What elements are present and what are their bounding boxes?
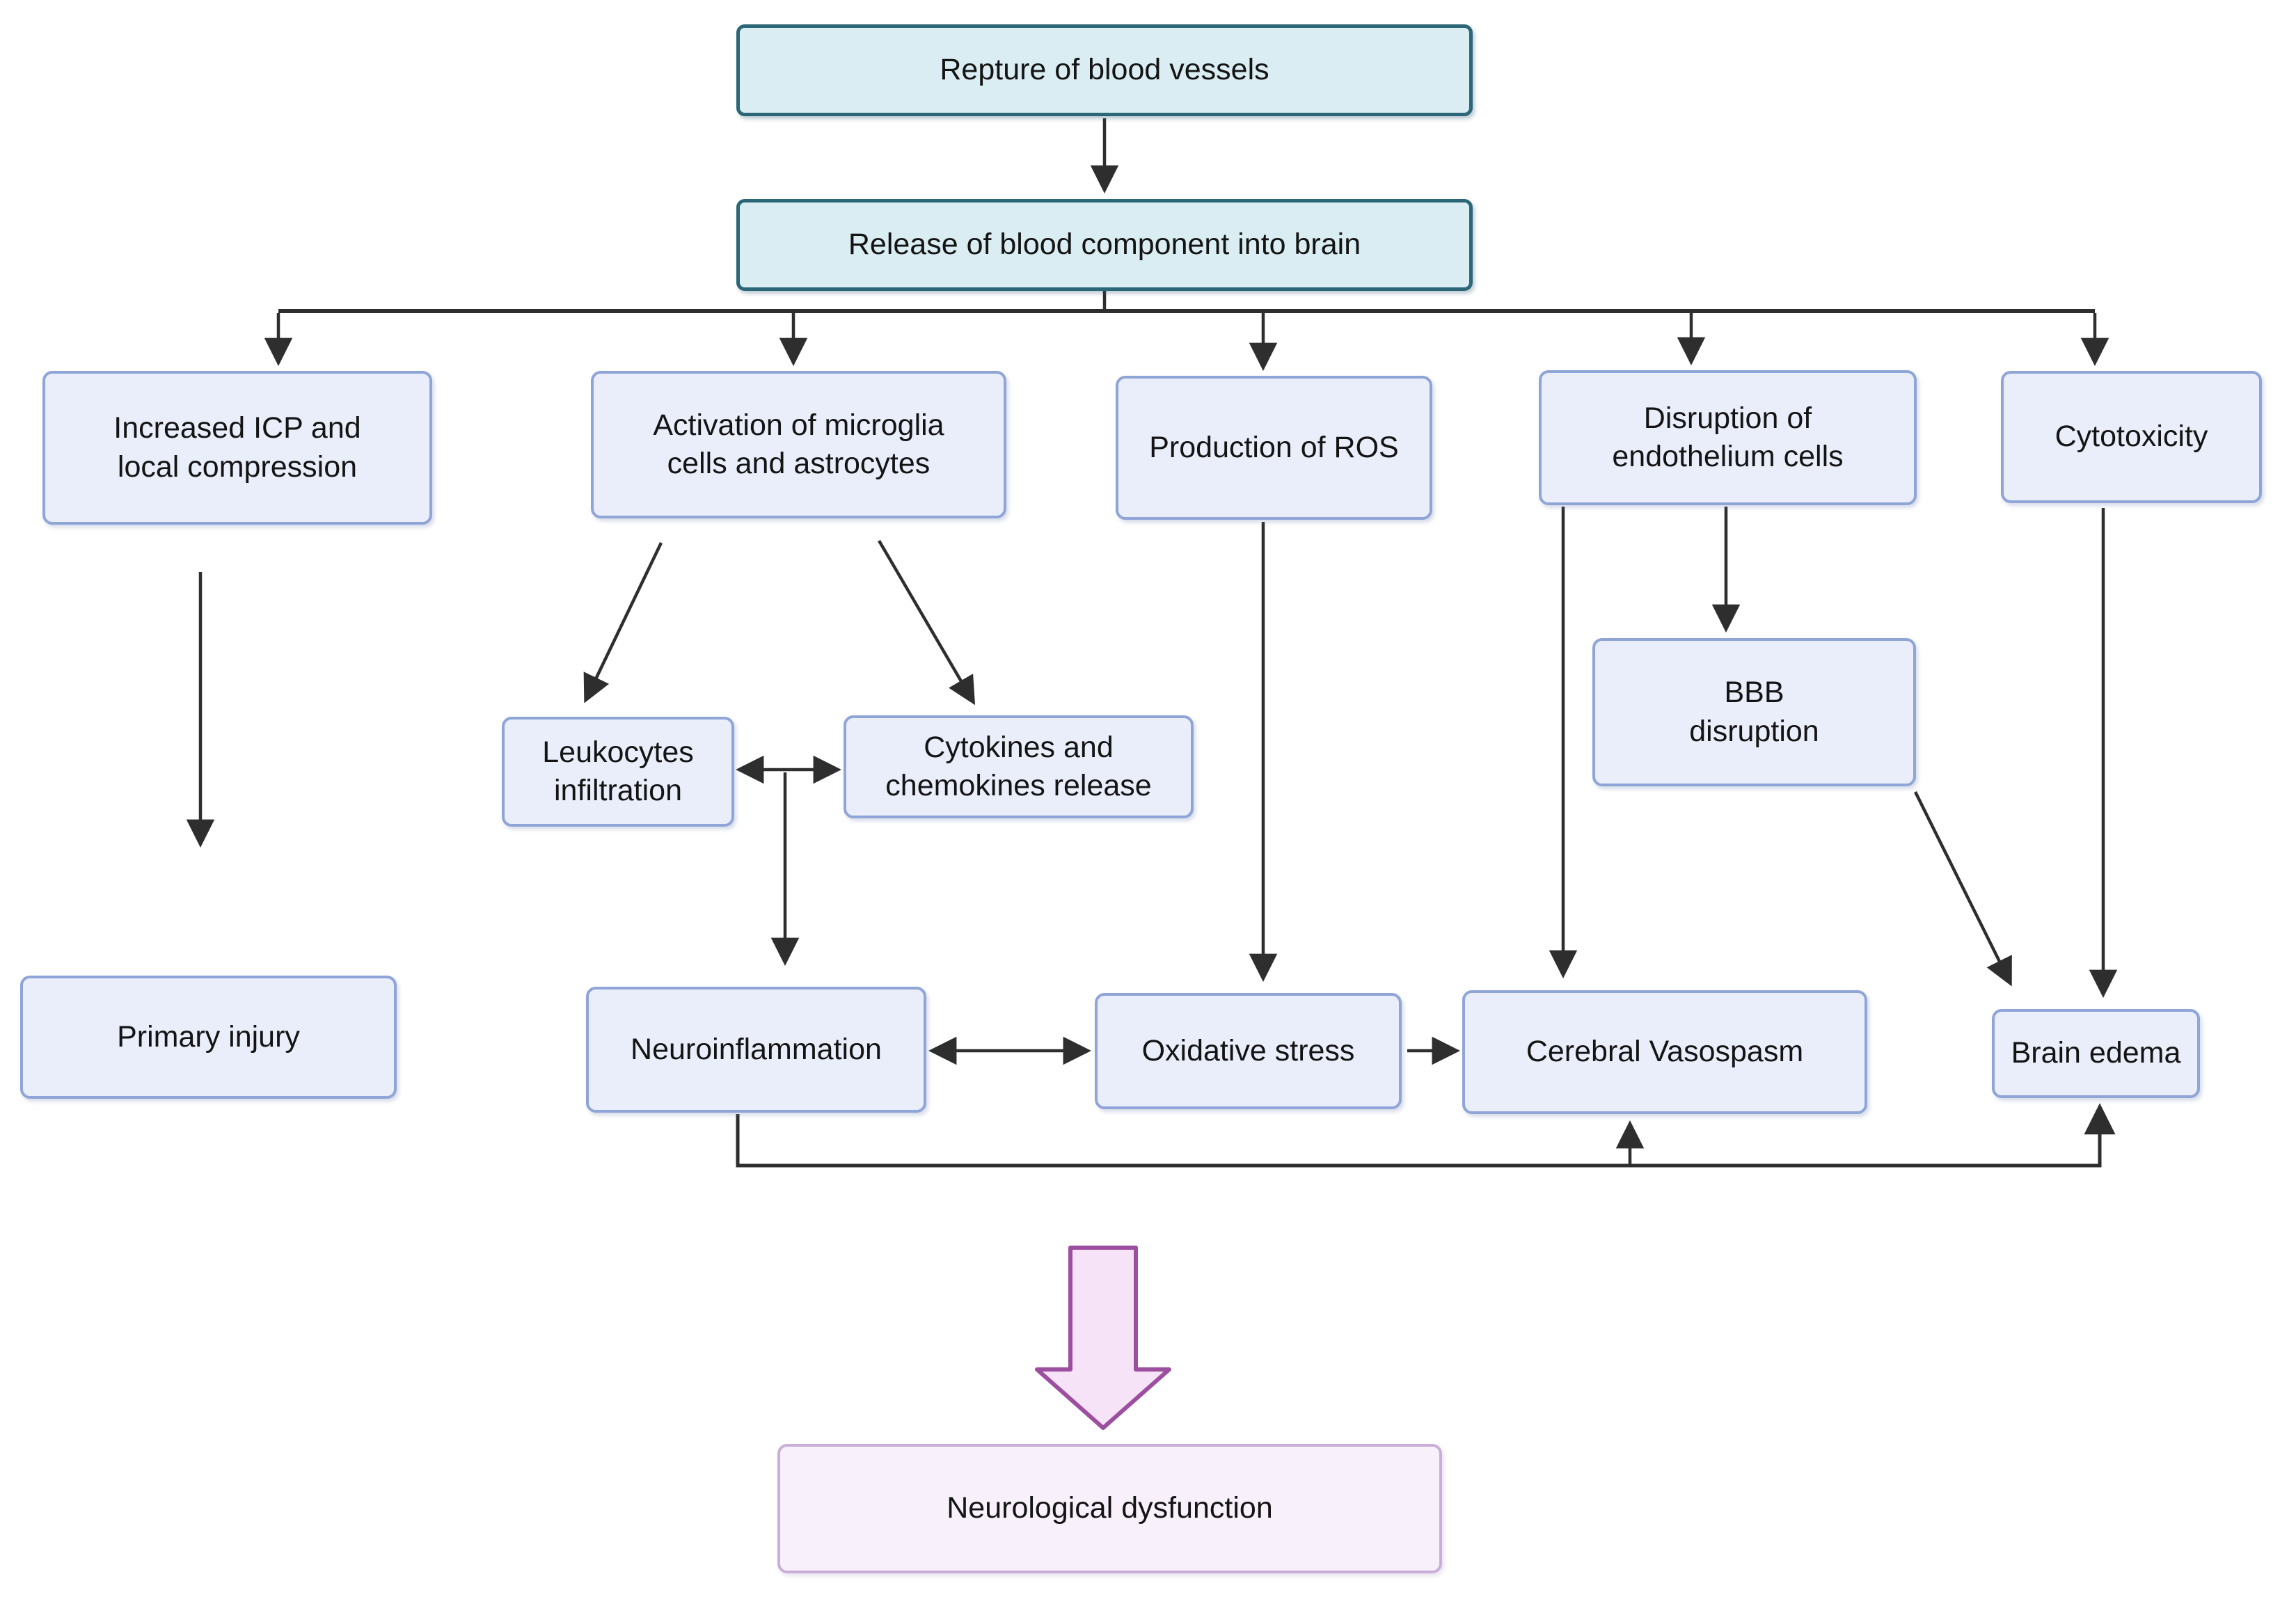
node-neurological-dysfunction: Neurological dysfunction <box>777 1444 1442 1573</box>
node-neuroinflammation: Neuroinflammation <box>586 987 926 1113</box>
node-rupture-of-blood-vessels: Repture of blood vessels <box>736 24 1473 116</box>
node-cerebral-vasospasm: Cerebral Vasospasm <box>1462 990 1867 1114</box>
arrow-neuroinflammation-to-brain-edema-elbow <box>736 1103 2116 1168</box>
arrow-activation-to-leukocytes <box>583 542 663 704</box>
node-label: Increased ICP and local compression <box>113 411 361 484</box>
node-label: Oxidative stress <box>1141 1033 1355 1067</box>
arrow-bbb-to-brain-edema <box>1913 790 2012 987</box>
node-label: Cerebral Vasospasm <box>1526 1035 1804 1069</box>
node-production-of-ros: Production of ROS <box>1116 376 1432 520</box>
node-leukocytes-infiltration: Leukocytes infiltration <box>502 717 734 827</box>
node-oxidative-stress: Oxidative stress <box>1095 993 1402 1109</box>
node-label: Cytokines and chemokines release <box>885 730 1152 802</box>
node-label: Production of ROS <box>1149 430 1399 464</box>
node-cytokines-chemokines-release: Cytokines and chemokines release <box>844 715 1194 818</box>
node-label: Disruption of endothelium cells <box>1612 401 1844 473</box>
node-label: Activation of microglia cells and astroc… <box>653 408 944 480</box>
node-bbb-disruption: BBB disruption <box>1592 638 1916 786</box>
block-arrow-to-dysfunction <box>1035 1246 1171 1430</box>
node-label: Repture of blood vessels <box>940 53 1269 87</box>
node-label: Neuroinflammation <box>631 1032 882 1066</box>
node-cytotoxicity: Cytotoxicity <box>2001 371 2262 503</box>
node-activation-of-microglia: Activation of microglia cells and astroc… <box>591 371 1006 518</box>
node-label: Primary injury <box>117 1019 300 1054</box>
node-label: Leukocytes infiltration <box>542 735 694 807</box>
node-label: Neurological dysfunction <box>947 1491 1273 1525</box>
node-label: Release of blood component into brain <box>848 228 1361 262</box>
arrow-activation-to-cytokines <box>878 539 976 706</box>
node-label: Brain edema <box>2011 1036 2181 1070</box>
node-label: Cytotoxicity <box>2054 420 2208 454</box>
node-primary-injury: Primary injury <box>20 976 397 1099</box>
node-brain-edema: Brain edema <box>1992 1009 2200 1098</box>
node-increased-icp: Increased ICP and local compression <box>42 371 432 525</box>
node-disruption-of-endothelium: Disruption of endothelium cells <box>1539 370 1917 505</box>
node-label: BBB disruption <box>1689 676 1819 748</box>
node-release-of-blood-component: Release of blood component into brain <box>736 199 1473 291</box>
